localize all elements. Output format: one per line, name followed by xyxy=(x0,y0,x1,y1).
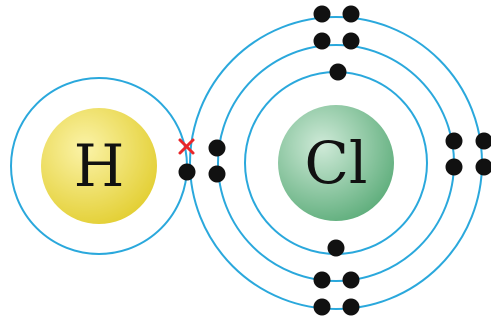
electron-dot xyxy=(342,271,360,289)
chlorine-electrons xyxy=(178,5,491,316)
electron-dot xyxy=(342,298,360,316)
chlorine-symbol: Cl xyxy=(305,129,368,197)
shared-electron-dot xyxy=(178,163,196,181)
hydrogen-electron-cross xyxy=(178,138,195,155)
electron-dot xyxy=(445,132,463,150)
electron-dot xyxy=(208,165,226,183)
electron-dot xyxy=(313,298,331,316)
electron-dot xyxy=(445,158,463,176)
hydrogen-nucleus xyxy=(41,108,157,224)
electron-dot xyxy=(313,32,331,50)
chlorine-atom: Cl xyxy=(189,16,483,310)
chlorine-nucleus xyxy=(278,105,394,221)
hydrogen-symbol: H xyxy=(74,132,125,200)
electron-dot xyxy=(313,5,331,23)
electron-dot xyxy=(475,158,491,176)
hydrogen-atom: H xyxy=(10,77,188,255)
electron-dot xyxy=(342,5,360,23)
electron-dot xyxy=(208,139,226,157)
electron-dot xyxy=(329,63,347,81)
electron-dot xyxy=(313,271,331,289)
electron-dot xyxy=(475,132,491,150)
electron-dot xyxy=(327,239,345,257)
electron-dot xyxy=(342,32,360,50)
